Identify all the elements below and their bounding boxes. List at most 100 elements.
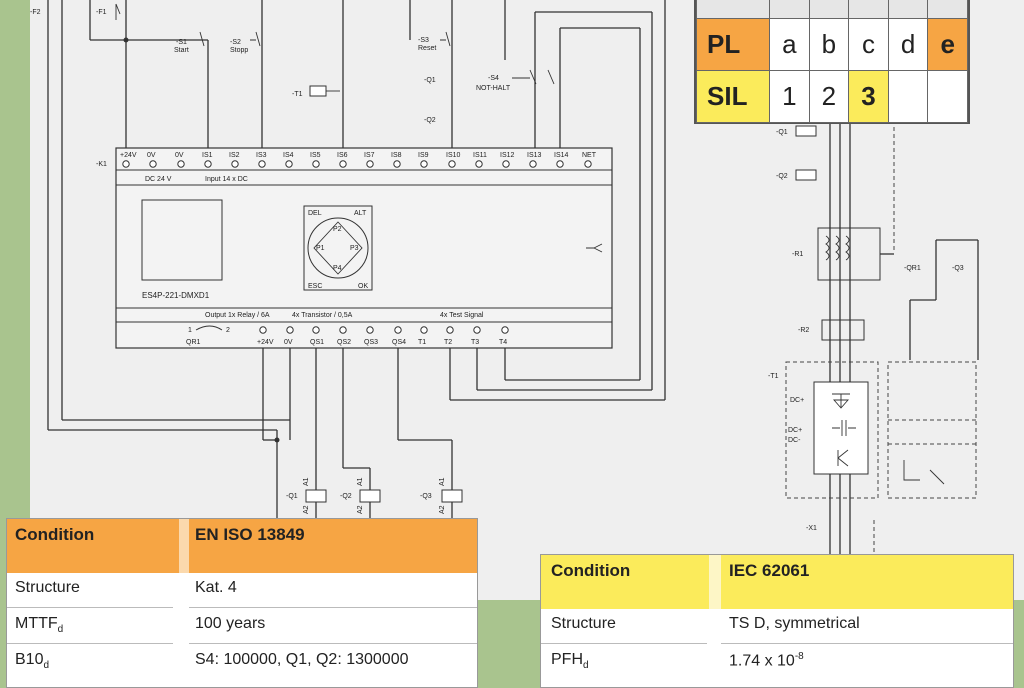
svg-text:-T1: -T1: [768, 373, 779, 380]
svg-text:DEL: DEL: [308, 210, 322, 217]
row-divider: [7, 607, 173, 608]
output-terminal-label: QS2: [337, 339, 351, 346]
header-stub: [696, 0, 770, 19]
pl-value: a: [769, 18, 810, 71]
svg-text:Output 1x Relay / 6A: Output 1x Relay / 6A: [205, 312, 270, 319]
terminal-screw: [446, 326, 454, 334]
terminal-screw: [312, 326, 320, 334]
terminal-screw: [366, 160, 374, 168]
svg-text:DC-: DC-: [788, 437, 801, 444]
terminal-label: IS5: [310, 152, 321, 159]
pl-value: d: [887, 18, 929, 71]
terminal-label: IS8: [391, 152, 402, 159]
svg-text:-Q2: -Q2: [776, 173, 788, 180]
terminal-label: IS4: [283, 152, 294, 159]
iec-row-value: 1.74 x 10-8: [729, 651, 804, 670]
svg-text:-Q2: -Q2: [424, 117, 436, 124]
svg-text:P4: P4: [333, 265, 342, 272]
terminal-label: +24V: [120, 152, 137, 159]
terminal-label: IS14: [554, 152, 569, 159]
iso-row-value: S4: 100000, Q1, Q2: 1300000: [195, 651, 409, 668]
svg-text:-Q3: -Q3: [420, 493, 432, 500]
output-terminal-label: QS4: [392, 339, 406, 346]
iec-header-bg: [541, 555, 1013, 609]
output-terminal-label: T1: [418, 339, 426, 346]
coil-terminals: A1 A2 A1 A2 A1 A2: [303, 477, 446, 514]
switches: -F2 -F1 -S1 Start -S2 Stopp -S3 Reset -Q…: [30, 3, 555, 124]
output-terminal-label: +24V: [257, 339, 274, 346]
terminal-screw: [285, 160, 293, 168]
svg-text:P2: P2: [333, 226, 342, 233]
svg-text:DC+: DC+: [788, 427, 802, 434]
output-terminal-label: QS3: [364, 339, 378, 346]
output-terminal-label: T4: [499, 339, 507, 346]
left-wiring: [47, 0, 666, 431]
iec-row-label: Structure: [551, 615, 616, 632]
terminal-screw: [312, 160, 320, 168]
sil-value: [927, 70, 968, 123]
output-terminal-label: QR1: [186, 339, 201, 346]
terminal-screw: [177, 160, 185, 168]
output-wiring: -Q1 -Q2 -Q3: [262, 348, 665, 520]
svg-text:A1: A1: [439, 477, 446, 486]
svg-text:-QR1: -QR1: [904, 265, 921, 272]
terminal-screw: [258, 160, 266, 168]
svg-text:Reset: Reset: [418, 45, 436, 52]
iso-row-label: MTTFd: [15, 615, 64, 636]
row-divider: [721, 643, 1013, 644]
sil-label: SIL: [696, 70, 770, 123]
svg-text:A1: A1: [303, 477, 310, 486]
svg-text:-X1: -X1: [806, 525, 817, 532]
svg-text:-Q1: -Q1: [776, 129, 788, 136]
terminal-label: IS7: [364, 152, 375, 159]
svg-text:-Q1: -Q1: [286, 493, 298, 500]
power-section: -Q1 -Q2 -R1 -QR1 -Q3 -R2 -T1 DC+ DC+ DC-…: [768, 120, 979, 560]
terminal-screw: [366, 326, 374, 334]
iso-row-label: Structure: [15, 579, 80, 596]
svg-text:-T1: -T1: [292, 91, 303, 98]
svg-text:-K1: -K1: [96, 161, 107, 168]
svg-text:DC+: DC+: [790, 397, 804, 404]
safety-relay-module: -K1 DC 24 V Input 14 x DC ES4P-221-DMXD1…: [96, 147, 613, 349]
terminal-label: IS10: [446, 152, 461, 159]
terminal-label: IS11: [473, 152, 487, 159]
row-divider: [541, 643, 707, 644]
svg-text:1: 1: [188, 327, 192, 334]
svg-text:P3: P3: [350, 245, 359, 252]
pl-value: b: [808, 18, 850, 71]
svg-text:-R1: -R1: [792, 251, 803, 258]
svg-text:Start: Start: [174, 47, 189, 54]
svg-text:NOT-HALT: NOT-HALT: [476, 85, 511, 92]
svg-text:-F2: -F2: [30, 9, 41, 16]
iso-row-value: Kat. 4: [195, 579, 237, 596]
iso-header-left: Condition: [15, 525, 95, 544]
pl-label: PL: [696, 18, 770, 71]
svg-text:-S3: -S3: [418, 37, 429, 44]
svg-text:ES4P-221-DMXD1: ES4P-221-DMXD1: [142, 291, 210, 300]
pl-value-highlight: e: [927, 18, 968, 71]
terminal-label: IS13: [527, 152, 542, 159]
iso-header-divider: [179, 519, 189, 573]
svg-text:ESC: ESC: [308, 283, 322, 290]
sil-value: 1: [769, 70, 810, 123]
iec-header-right: IEC 62061: [729, 561, 810, 580]
output-terminal-label: T2: [444, 339, 452, 346]
iso-header-bg: [7, 519, 477, 573]
terminal-screw: [394, 326, 402, 334]
row-divider: [189, 643, 477, 644]
output-terminal-label: QS1: [310, 339, 324, 346]
terminal-screw: [529, 160, 537, 168]
terminal-label: IS3: [256, 152, 267, 159]
terminal-screw: [501, 326, 509, 334]
terminal-screw: [448, 160, 456, 168]
svg-text:A2: A2: [357, 505, 364, 514]
svg-text:A2: A2: [439, 505, 446, 514]
terminal-screw: [149, 160, 157, 168]
terminal-screw: [339, 160, 347, 168]
svg-text:-S4: -S4: [488, 75, 499, 82]
svg-text:-S2: -S2: [230, 39, 241, 46]
svg-text:A2: A2: [303, 505, 310, 514]
terminal-screw: [556, 160, 564, 168]
pl-value: c: [848, 18, 889, 71]
